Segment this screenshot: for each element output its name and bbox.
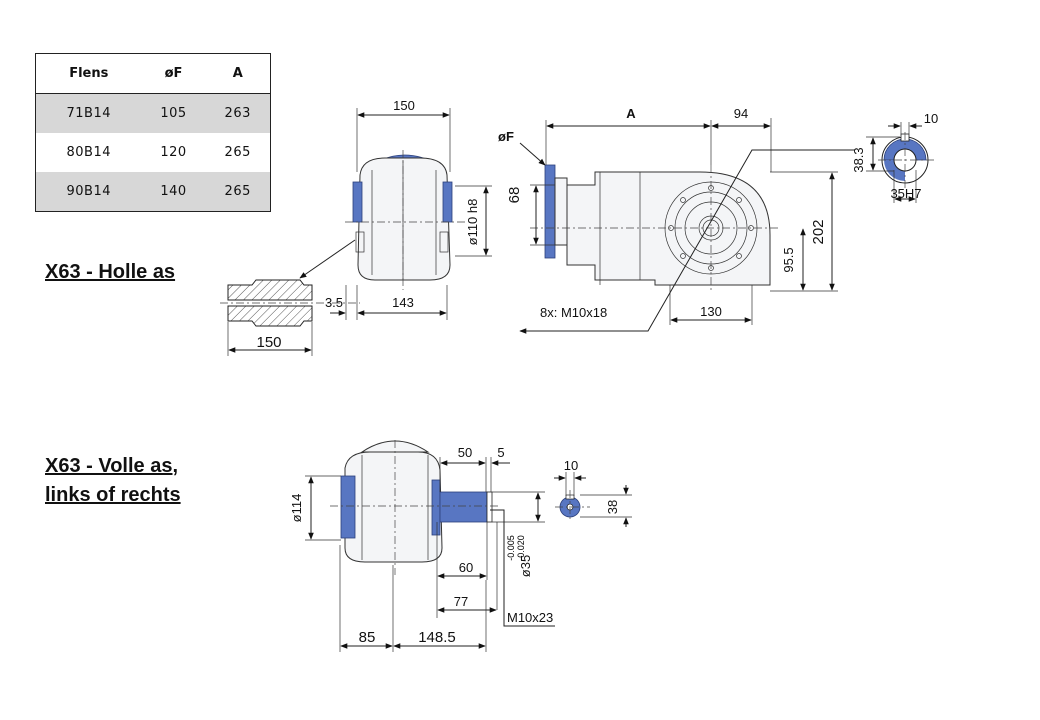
dim-label: øF [498,129,514,144]
gearbox-side-view [530,164,780,292]
dim-150-top: 150 [356,98,451,172]
dim-label: 143 [392,295,414,310]
dim-label: 85 [359,629,376,646]
shaft-key-detail: 10 38 [554,458,632,527]
flange-dimension-table: Flens øF A 71B14 105 263 80B14 120 265 9… [35,53,271,212]
dim-label: 38.3 [851,147,866,172]
dim-50-5: 50 5 [439,445,510,492]
tolerance-lower: -0.020 [516,535,526,561]
table-row: 80B14 120 265 [36,133,271,172]
heading-hollow-shaft: X63 - Holle as [45,261,176,283]
dim-68: 68 [506,184,555,246]
hollow-shaft-section: 150 [220,239,360,356]
dim-label: 60 [459,560,473,575]
dim-label: 8x: M10x18 [540,305,607,320]
col-header-flens: Flens [69,66,109,81]
dim-label: 3.5 [325,295,343,310]
dim-label: 10 [564,458,578,473]
dim-85-148-5: 85 148.5 [339,545,487,652]
bore-keyway-detail: 10 38.3 35H7 [851,111,938,203]
dim-label: 130 [700,304,722,319]
dim-202-95-5: 202 95.5 [770,171,838,292]
col-header-of: øF [164,66,183,81]
table-header-row: Flens øF A [35,54,271,94]
dim-label: 150 [256,334,281,351]
table-cell: 140 [141,172,206,212]
table-cell: 80B14 [66,145,112,160]
dim-label: 202 [810,219,827,244]
dim-label: 148.5 [418,629,456,646]
dim-label: 35H7 [890,186,921,201]
dim-label: 10 [924,111,938,126]
tolerance-upper: -0.005 [506,535,516,561]
gearbox-front-view-solid [330,440,500,575]
dim-label: 5 [497,445,504,460]
table-cell: 71B14 [35,93,142,133]
dim-35: ø35 -0.005 -0.020 [492,491,545,577]
dim-label: ø110 h8 [465,199,480,246]
col-header-a: A [232,66,243,81]
dim-3-5-and-143: 3.5 143 [325,285,448,320]
dim-label: 68 [506,187,523,204]
dim-label: 77 [454,594,468,609]
dim-130: 130 [669,285,753,325]
dim-label: ø35 [518,555,533,577]
dim-label: A [626,106,636,121]
gearbox-front-view-hollow [345,150,468,290]
table-row: 90B14 140 265 [35,172,271,212]
dim-A-94: A 94 [545,106,772,172]
dim-label: 95.5 [781,247,796,272]
table-cell: 265 [224,145,251,160]
table-cell: 90B14 [35,172,142,212]
dim-bolts: 8x: M10x18 [519,149,855,334]
table-cell: 265 [205,172,271,212]
heading-solid-shaft-line2: links of rechts [45,484,181,506]
dim-label: 150 [393,98,415,113]
table-cell: 120 [160,145,187,160]
dim-label: ø114 [289,494,304,523]
dim-label: M10x23 [507,610,553,625]
dim-114: ø114 [289,475,341,541]
dim-label: 94 [734,106,748,121]
table-row: 71B14 105 263 [35,93,271,133]
dim-110h8: ø110 h8 [455,185,492,257]
table-cell: 263 [205,93,271,133]
heading-solid-shaft-line1: X63 - Volle as, [45,455,179,477]
dim-label: 38 [605,500,620,514]
dim-label: 50 [458,445,472,460]
dim-oF: øF [498,129,546,166]
dim-60-77: 60 77 M10x23 [436,509,555,627]
table-cell: 105 [141,93,206,133]
